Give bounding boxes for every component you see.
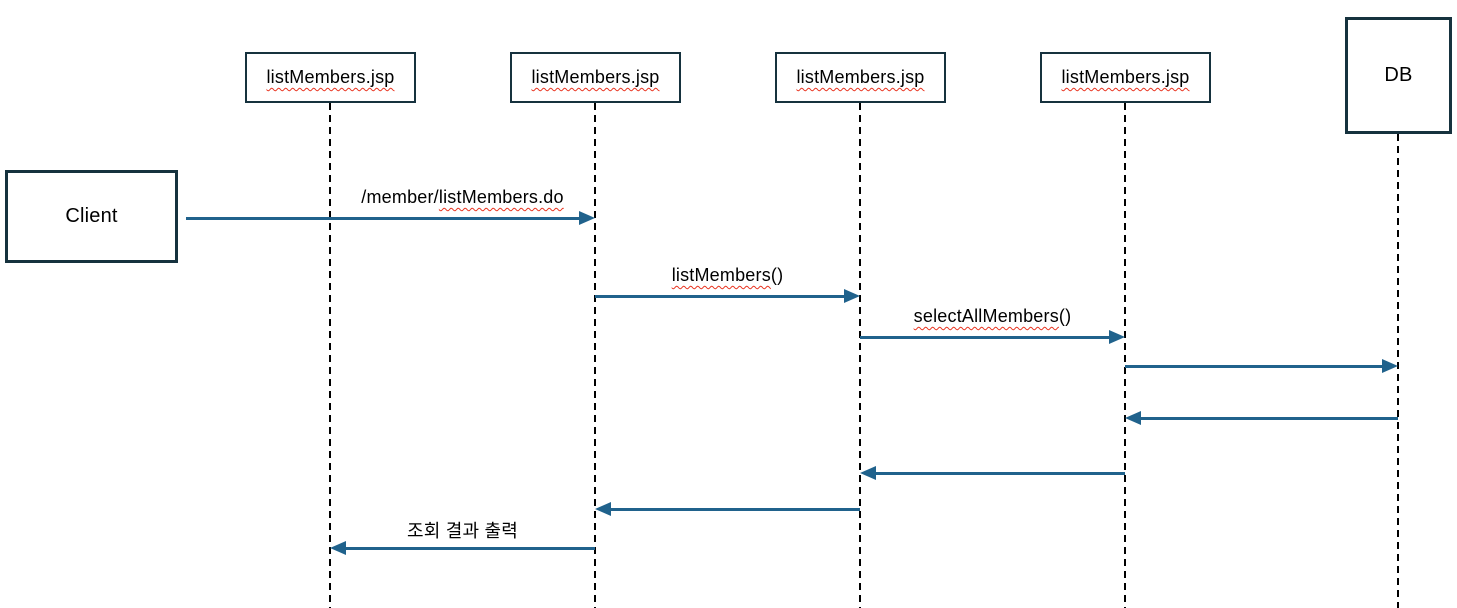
message-label-selectallmembers: selectAllMembers() [860, 306, 1125, 327]
message-label-result-output: 조회 결과 출력 [330, 517, 595, 543]
actor-box-jsp4: listMembers.jsp [1040, 52, 1211, 103]
arrow-shaft [186, 216, 583, 220]
actor-label-jsp2: listMembers.jsp [531, 67, 660, 87]
arrow-shaft [872, 471, 1125, 475]
actor-label-jsp1: listMembers.jsp [266, 67, 395, 87]
message-label-text: 조회 결과 출력 [407, 521, 518, 541]
message-label-text-misspelled: selectAllMembers [913, 306, 1059, 326]
message-arrow-return-jsp3 [860, 466, 1125, 480]
arrow-head-right-icon [844, 289, 860, 303]
actor-box-jsp2: listMembers.jsp [510, 52, 681, 103]
actor-label-jsp3: listMembers.jsp [796, 67, 925, 87]
arrow-shaft [860, 335, 1113, 339]
arrow-head-right-icon [579, 211, 595, 225]
message-label-listmembers: listMembers() [595, 265, 860, 286]
actor-box-jsp3: listMembers.jsp [775, 52, 946, 103]
message-arrow-request-do [186, 211, 595, 225]
actor-label-jsp4: listMembers.jsp [1061, 67, 1190, 87]
arrow-head-left-icon [595, 502, 611, 516]
message-arrow-return-jsp2 [595, 502, 860, 516]
arrow-head-left-icon [1125, 411, 1141, 425]
message-label-request-do: /member/listMembers.do [330, 187, 595, 208]
arrow-head-right-icon [1109, 330, 1125, 344]
actor-box-db: DB [1345, 17, 1452, 134]
message-arrow-listmembers [595, 289, 860, 303]
message-label-text: /member/ [361, 187, 439, 207]
arrow-shaft [1125, 364, 1386, 368]
arrow-shaft [342, 546, 595, 550]
lifeline-jsp2 [594, 103, 596, 608]
lifeline-jsp3 [859, 103, 861, 608]
message-label-text-misspelled: listMembers [671, 265, 771, 285]
lifeline-jsp1 [329, 103, 331, 608]
message-label-text: () [1058, 306, 1072, 326]
lifeline-jsp4 [1124, 103, 1126, 608]
message-label-text: () [770, 265, 784, 285]
actor-label-db: DB [1384, 64, 1413, 86]
message-arrow-db-return [1125, 411, 1398, 425]
arrow-head-right-icon [1382, 359, 1398, 373]
lifeline-db [1397, 134, 1399, 608]
arrow-shaft [607, 507, 860, 511]
message-arrow-to-db [1125, 359, 1398, 373]
message-arrow-result-output [330, 541, 595, 555]
arrow-shaft [1137, 416, 1398, 420]
arrow-head-left-icon [330, 541, 346, 555]
actor-box-jsp1: listMembers.jsp [245, 52, 416, 103]
actor-label-client: Client [65, 205, 118, 227]
arrow-head-left-icon [860, 466, 876, 480]
actor-box-client: Client [5, 170, 178, 263]
message-arrow-selectallmembers [860, 330, 1125, 344]
arrow-shaft [595, 294, 848, 298]
message-label-text-misspelled: listMembers.do [438, 187, 564, 207]
